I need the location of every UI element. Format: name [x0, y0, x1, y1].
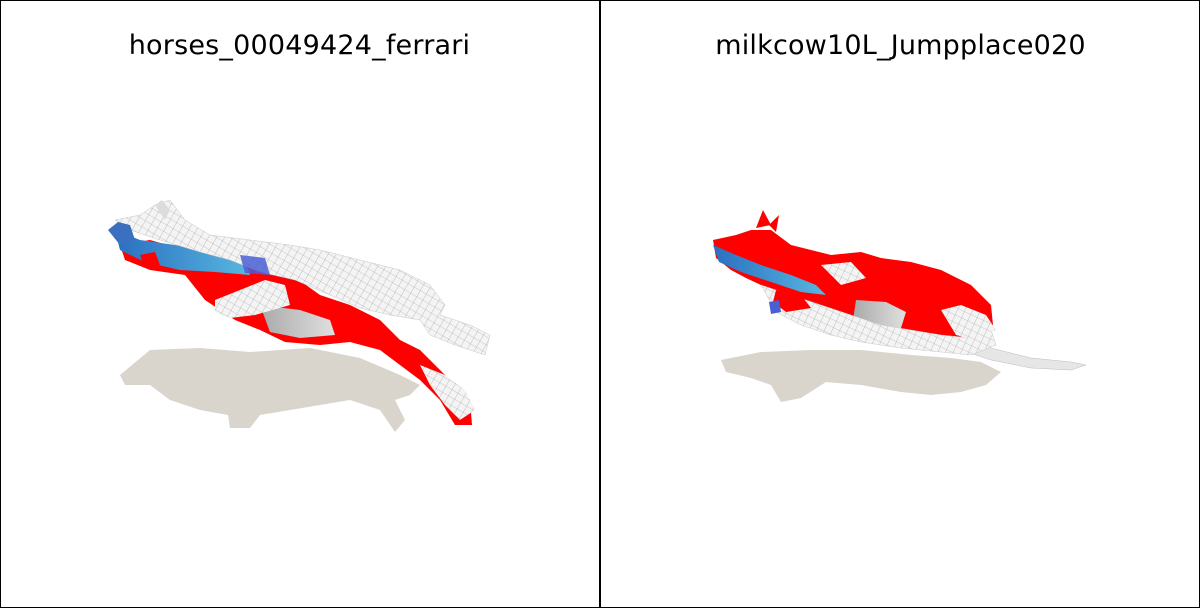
right-3d-viewport[interactable]: [601, 80, 1200, 600]
panel-divider: [599, 0, 601, 608]
left-blue-strip: [115, 230, 250, 275]
right-front-paw: [769, 300, 781, 314]
left-gray-patch: [260, 305, 335, 338]
left-3d-viewport[interactable]: [0, 80, 599, 600]
left-snout-red: [140, 252, 160, 268]
left-panel: horses_00049424_ferrari: [0, 0, 599, 608]
left-shadow: [120, 348, 420, 432]
right-blue-strip: [713, 245, 826, 295]
left-mesh-render: [108, 199, 491, 432]
left-shoulder-blue: [240, 255, 270, 275]
right-panel: milkcow10L_Jumpplace020: [601, 0, 1200, 608]
left-ear: [155, 200, 170, 220]
left-hind-leg-wire: [420, 365, 475, 420]
right-tail: [960, 334, 1087, 371]
left-panel-title: horses_00049424_ferrari: [128, 30, 471, 61]
right-front-leg: [773, 290, 811, 312]
right-ear-left: [756, 210, 771, 228]
left-front-leg-wire: [215, 280, 290, 318]
right-mesh-render: [713, 210, 1087, 402]
right-ear-right: [769, 215, 779, 232]
right-wireframe: [760, 284, 997, 356]
right-shadow: [721, 350, 1001, 402]
right-back-patch: [821, 262, 866, 285]
left-head: [108, 222, 135, 245]
right-body-red: [713, 230, 993, 338]
right-panel-title: milkcow10L_Jumpplace020: [715, 30, 1086, 61]
right-hind-leg-wire: [941, 305, 996, 340]
